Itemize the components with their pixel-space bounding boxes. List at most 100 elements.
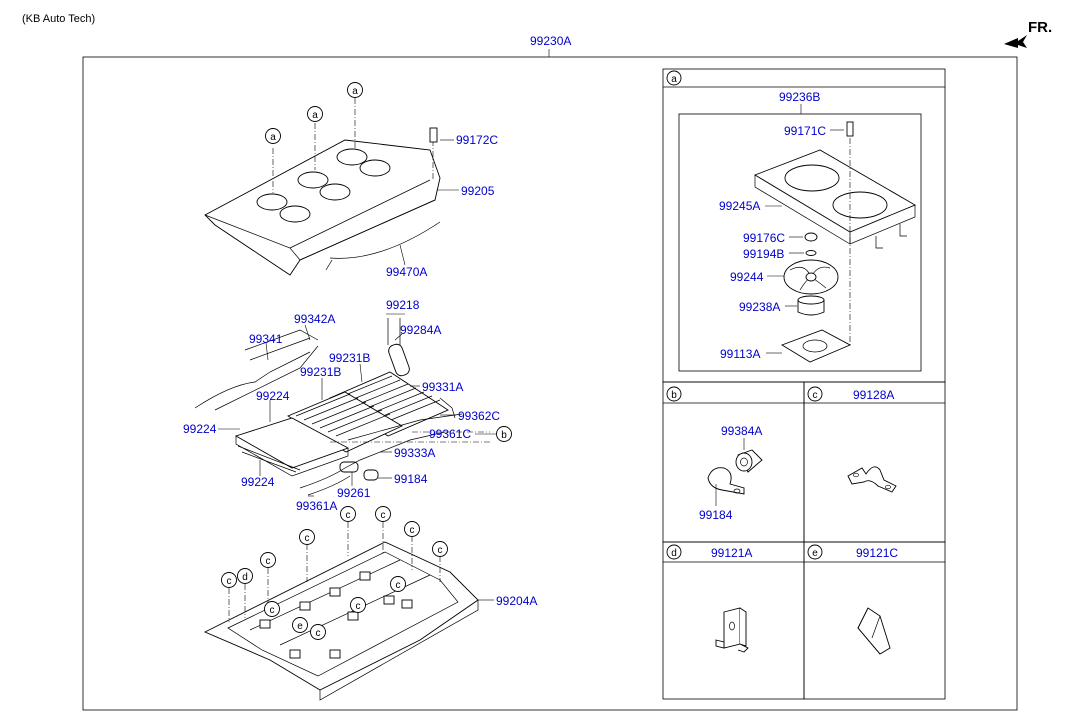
callout-a-3[interactable]: a xyxy=(347,82,363,98)
label-99384A[interactable]: 99384A xyxy=(721,424,762,438)
fan-shroud xyxy=(753,149,917,249)
detail-a-inner-frame xyxy=(678,113,922,372)
svg-text:c: c xyxy=(396,580,401,591)
fan-motor xyxy=(797,295,825,316)
label-99341[interactable]: 99341 xyxy=(249,332,283,346)
svg-text:c: c xyxy=(381,510,386,521)
svg-text:c: c xyxy=(813,390,818,401)
callout-a-2[interactable]: a xyxy=(307,106,323,122)
detail-b-frame xyxy=(662,381,805,543)
detail-d-callout: d xyxy=(666,544,682,560)
label-99172C[interactable]: 99172C xyxy=(456,133,498,147)
callout-c-5[interactable]: c xyxy=(375,506,391,522)
detail-d-title[interactable]: 99121A xyxy=(711,546,752,560)
svg-text:c: c xyxy=(316,628,321,639)
label-99224-left[interactable]: 99224 xyxy=(183,422,217,436)
label-99361C[interactable]: 99361C xyxy=(429,427,471,441)
label-99218[interactable]: 99218 xyxy=(386,298,420,312)
label-99205[interactable]: 99205 xyxy=(461,184,495,198)
source-label: (KB Auto Tech) xyxy=(22,13,95,25)
label-99284A[interactable]: 99284A xyxy=(400,323,441,337)
bracket-99128A xyxy=(847,466,897,493)
callout-c-11[interactable]: c xyxy=(310,624,326,640)
detail-e-frame xyxy=(803,541,946,700)
svg-text:c: c xyxy=(356,601,361,612)
callout-c-10[interactable]: c xyxy=(350,597,366,613)
detail-a-frame xyxy=(662,68,946,383)
detail-c-callout: c xyxy=(807,386,823,402)
svg-text:c: c xyxy=(305,533,310,544)
label-99342A[interactable]: 99342A xyxy=(294,312,335,326)
label-99184[interactable]: 99184 xyxy=(394,472,428,486)
callout-c-1[interactable]: c xyxy=(221,572,237,588)
washer-icon xyxy=(805,250,817,256)
bolt-icon xyxy=(429,127,438,143)
screw-icon xyxy=(846,121,854,137)
label-99244[interactable]: 99244 xyxy=(730,270,764,284)
detail-e-title[interactable]: 99121C xyxy=(856,546,898,560)
label-99224-top[interactable]: 99224 xyxy=(256,389,290,403)
callout-c-2[interactable]: c xyxy=(260,552,276,568)
detail-c-frame xyxy=(803,381,946,543)
label-99362C[interactable]: 99362C xyxy=(458,409,500,423)
assembly-number[interactable]: 99230A xyxy=(530,34,571,48)
svg-text:c: c xyxy=(266,556,271,567)
callout-c-9[interactable]: c xyxy=(390,576,406,592)
front-arrow-icon xyxy=(1004,35,1027,48)
svg-text:b: b xyxy=(671,390,677,401)
rubber-bush xyxy=(735,449,763,473)
label-99184-detail[interactable]: 99184 xyxy=(699,508,733,522)
svg-text:c: c xyxy=(410,525,415,536)
svg-text:d: d xyxy=(242,572,248,583)
callout-c-4[interactable]: c xyxy=(340,506,356,522)
callout-b-main[interactable]: b xyxy=(496,426,512,442)
callout-c-7[interactable]: c xyxy=(432,541,448,557)
label-99224-bottom[interactable]: 99224 xyxy=(241,475,275,489)
callout-c-6[interactable]: c xyxy=(404,521,420,537)
svg-text:e: e xyxy=(812,548,818,559)
callout-c-8[interactable]: c xyxy=(264,601,280,617)
roof-duct-cover xyxy=(204,98,441,276)
svg-text:c: c xyxy=(346,510,351,521)
nut-icon xyxy=(804,232,818,242)
detail-a-title[interactable]: 99236B xyxy=(779,90,820,104)
label-99331A[interactable]: 99331A xyxy=(422,380,463,394)
label-99231B-1[interactable]: 99231B xyxy=(329,351,370,365)
callout-a-1[interactable]: a xyxy=(265,128,281,144)
label-99171C[interactable]: 99171C xyxy=(784,124,826,138)
callout-e-1[interactable]: e xyxy=(292,617,308,633)
label-99176C[interactable]: 99176C xyxy=(743,231,785,245)
evaporator-cores xyxy=(194,318,490,496)
label-99204A[interactable]: 99204A xyxy=(496,594,537,608)
detail-c-title[interactable]: 99128A xyxy=(853,388,894,402)
clamp-bracket xyxy=(707,467,745,495)
svg-text:b: b xyxy=(501,430,507,441)
bracket-99121C xyxy=(857,607,891,655)
main-frame xyxy=(82,56,1018,711)
svg-text:a: a xyxy=(312,110,318,121)
label-99245A[interactable]: 99245A xyxy=(719,199,760,213)
detail-a-callout: a xyxy=(666,70,682,86)
svg-text:c: c xyxy=(438,545,443,556)
callout-c-3[interactable]: c xyxy=(299,529,315,545)
svg-text:a: a xyxy=(270,132,276,143)
label-99194B[interactable]: 99194B xyxy=(743,247,784,261)
label-99238A[interactable]: 99238A xyxy=(739,300,780,314)
svg-text:a: a xyxy=(671,74,677,85)
svg-text:a: a xyxy=(352,86,358,97)
detail-e-callout: e xyxy=(807,544,823,560)
label-99470A[interactable]: 99470A xyxy=(386,265,427,279)
fan-blade xyxy=(783,259,839,295)
label-99113A[interactable]: 99113A xyxy=(720,347,760,361)
callout-d-1[interactable]: d xyxy=(237,568,253,584)
svg-text:d: d xyxy=(671,548,677,559)
detail-b-callout: b xyxy=(666,386,682,402)
label-99231B-2[interactable]: 99231B xyxy=(300,365,341,379)
svg-text:c: c xyxy=(270,605,275,616)
label-99333A[interactable]: 99333A xyxy=(394,446,435,460)
label-99361A[interactable]: 99361A xyxy=(296,499,337,513)
label-99261[interactable]: 99261 xyxy=(337,486,371,500)
motor-bracket xyxy=(780,329,852,363)
bracket-99121A xyxy=(715,607,749,653)
